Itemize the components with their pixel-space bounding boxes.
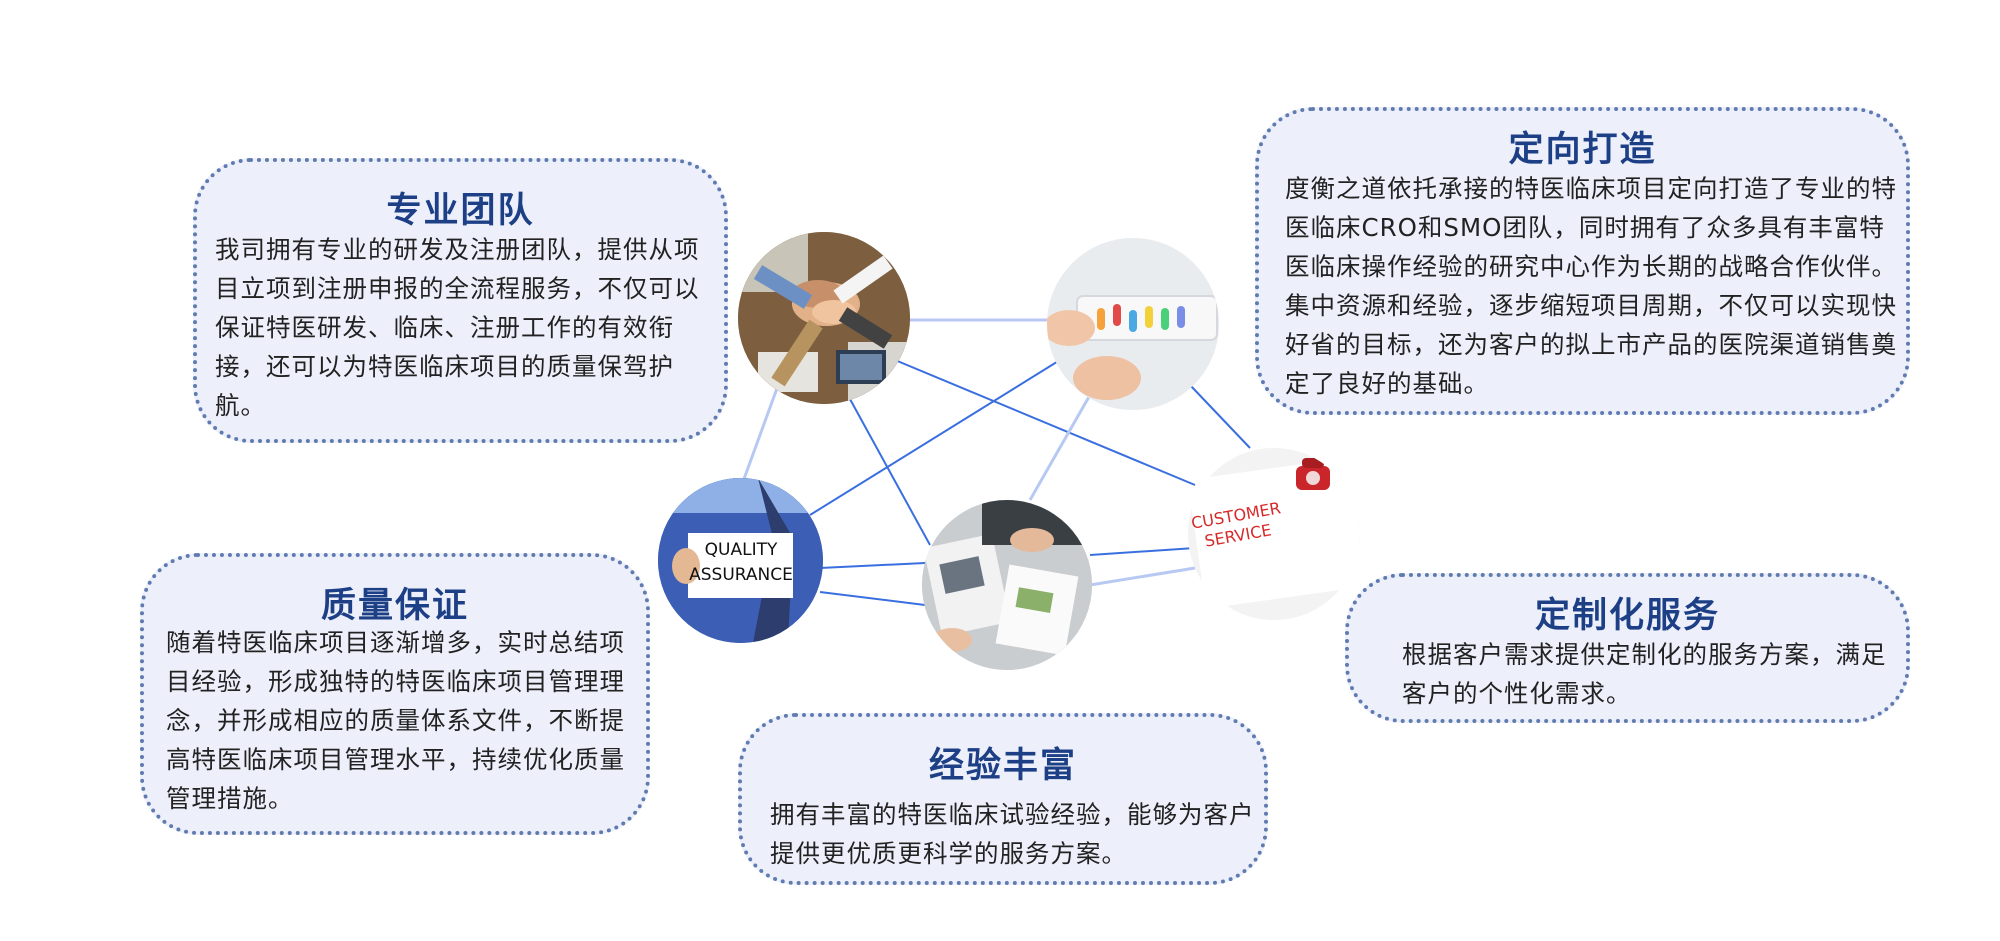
card-description: 根据客户需求提供定制化的服务方案，满足客户的个性化需求。 [1402, 640, 1887, 708]
connector-team-service [894, 359, 1196, 486]
pill-box-illustration [1047, 238, 1219, 410]
connector-pills-quality [809, 359, 1061, 516]
card-directed-build: 定向打造 度衡之道依托承接的特医临床项目定向打造了专业的特医临床CRO和SMO团… [1255, 107, 1910, 415]
quality-assurance-photo: QUALITY ASSURANCE [658, 478, 823, 643]
card-title: 质量保证 [320, 586, 469, 626]
telephone-card-illustration [1188, 448, 1360, 620]
card-quality-assurance: 质量保证 随着特医临床项目逐渐增多，实时总结项目经验，形成独特的特医临床项目管理… [140, 553, 650, 835]
connector-meeting-service-2 [1089, 566, 1196, 587]
card-professional-team: 专业团队 我司拥有专业的研发及注册团队，提供从项目立项到注册申报的全流程服务，不… [193, 158, 728, 443]
card-description: 随着特医临床项目逐渐增多，实时总结项目经验，形成独特的特医临床项目管理理念，并形… [166, 628, 625, 813]
card-customized-service: 定制化服务 根据客户需求提供定制化的服务方案，满足客户的个性化需求。 [1345, 573, 1910, 723]
connector-meeting-service-1 [1089, 547, 1196, 556]
team-hands-photo [738, 232, 910, 404]
quality-sign-line2: ASSURANCE [689, 565, 793, 585]
meeting-documents-photo [922, 500, 1092, 670]
connector-quality-meeting-2 [819, 591, 926, 606]
pill-organizer-photo [1047, 238, 1219, 410]
card-description: 度衡之道依托承接的特医临床项目定向打造了专业的特医临床CRO和SMO团队，同时拥… [1285, 174, 1897, 398]
card-title: 定向打造 [1508, 130, 1657, 170]
card-description: 拥有丰富的特医临床试验经验，能够为客户提供更优质更科学的服务方案。 [770, 800, 1255, 868]
connector-quality-meeting-1 [819, 562, 926, 569]
card-rich-experience: 经验丰富 拥有丰富的特医临床试验经验，能够为客户提供更优质更科学的服务方案。 [738, 713, 1268, 885]
card-description: 我司拥有专业的研发及注册团队，提供从项目立项到注册申报的全流程服务，不仅可以保证… [215, 235, 700, 420]
card-title: 专业团队 [386, 191, 535, 231]
businessman-illustration [658, 478, 823, 643]
documents-illustration [922, 500, 1092, 670]
customer-service-photo: CUSTOMER SERVICE [1188, 448, 1360, 620]
connector-pills-meeting [1028, 394, 1092, 501]
quality-sign-line1: QUALITY [704, 540, 778, 560]
card-title: 经验丰富 [928, 746, 1077, 786]
team-hands-illustration [738, 232, 910, 404]
card-title: 定制化服务 [1534, 596, 1720, 636]
